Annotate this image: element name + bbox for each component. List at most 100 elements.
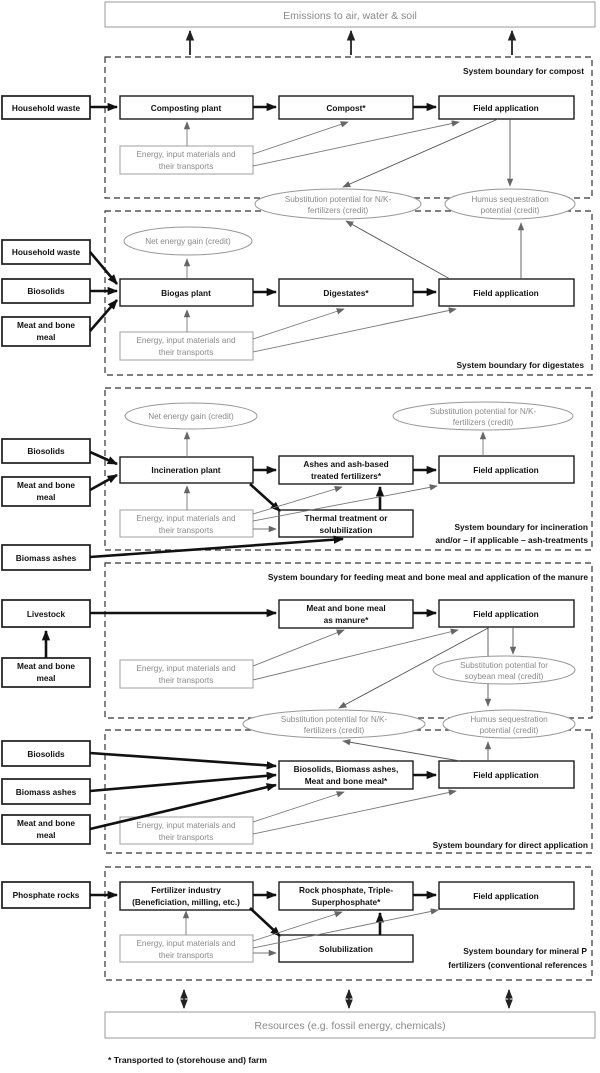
ashes-line1: Ashes and ash-based	[303, 459, 388, 469]
energy-2-line1: Energy, input materials and	[136, 336, 236, 345]
box-biosolids-3	[1, 438, 91, 464]
arrow-fieldapp5-nk2	[342, 739, 461, 762]
digestates-label: Digestates*	[323, 288, 369, 298]
compost-label: Compost*	[326, 103, 366, 113]
arrow-energy3-fieldapp3	[252, 484, 438, 522]
mix-line2: Meat and bone meal*	[305, 776, 388, 786]
ashes-line2: treated fertilizers*	[311, 471, 382, 481]
box-ashes-fertilizers	[278, 455, 414, 485]
box-livestock	[1, 599, 91, 628]
box-solubilization	[278, 934, 414, 963]
energy-4-line2: their transports	[159, 676, 214, 685]
biosolids-3-label: Biosolids	[27, 446, 65, 456]
energy-3-line1: Energy, input materials and	[136, 514, 236, 523]
box-field-application-1	[438, 95, 575, 120]
phosphate-rocks-label: Phosphate rocks	[13, 890, 80, 900]
humus-2-line1: Humus sequestration	[470, 715, 548, 724]
emissions-label: Emissions to air, water & soil	[283, 10, 417, 22]
box-field-application-3	[438, 455, 575, 484]
mbm-3-line2: meal	[37, 492, 56, 502]
energy-5-line2: their transports	[159, 833, 214, 842]
box-biomass-ashes-3	[1, 544, 91, 571]
energy-6-line1: Energy, input materials and	[136, 939, 236, 948]
humus-1-line2: potential (credit)	[481, 206, 540, 215]
household-waste-2-label: Household waste	[12, 247, 81, 257]
arrow-mbm2-biogas	[89, 299, 118, 332]
arrow-energy6-fieldapp6	[252, 908, 439, 949]
manure-line1: Meat and bone meal	[306, 603, 385, 613]
box-energy-5	[119, 816, 254, 845]
box-biogas-plant	[119, 278, 254, 307]
ellipse-soybean-credit	[432, 655, 576, 685]
label-boundary-mineral-line2: fertilizers (conventional references	[448, 960, 587, 970]
box-rock-phosphate	[278, 881, 414, 911]
nk-3-line2: fertilizers (credit)	[453, 418, 514, 427]
field-application-3-label: Field application	[473, 465, 538, 475]
box-field-application-5	[438, 760, 575, 789]
thermal-line2: solubilization	[319, 525, 372, 535]
arrow-biosolids5-mix	[89, 751, 278, 770]
box-energy-1	[119, 145, 254, 175]
arrow-energy6-rock	[252, 911, 343, 942]
energy-6-line2: their transports	[159, 951, 214, 960]
arrow-energy5-fieldapp5	[252, 789, 457, 835]
arrow-energy4-fieldapp4	[252, 628, 459, 681]
mbm-3-line1: Meat and bone	[17, 480, 75, 490]
box-thermal-treatment	[278, 509, 414, 538]
arrow-energy1-compost	[252, 121, 349, 155]
incineration-plant-label: Incineration plant	[151, 465, 220, 475]
rock-line2: Superphosphate*	[312, 897, 381, 907]
label-boundary-digestates: System boundary for digestates	[456, 360, 584, 370]
ellipse-nk-credit-1	[254, 188, 422, 220]
boundary-compost	[104, 56, 593, 199]
energy-1-line1: Energy, input materials and	[136, 150, 236, 159]
box-energy-4	[119, 659, 254, 689]
arrow-energy2-fieldapp2	[252, 307, 457, 353]
arrow-biomassashes-thermal	[89, 535, 345, 559]
nk-2-line2: fertilizers (credit)	[304, 726, 365, 735]
biosolids-2-label: Biosolids	[27, 286, 65, 296]
biosolids-5-label: Biosolids	[27, 749, 65, 759]
box-mix-direct	[278, 760, 414, 790]
solubilization-label: Solubilization	[319, 944, 373, 954]
rock-line1: Rock phosphate, Triple-	[299, 885, 393, 895]
biogas-plant-label: Biogas plant	[161, 288, 211, 298]
box-mbm-5	[1, 814, 91, 845]
ellipse-net-energy-2	[123, 226, 253, 256]
manure-line2: as manure*	[324, 615, 370, 625]
household-waste-1-label: Household waste	[12, 103, 81, 113]
biomass-ashes-5-label: Biomass ashes	[16, 787, 77, 797]
label-boundary-compost: System boundary for compost	[463, 66, 584, 76]
livestock-label: Livestock	[27, 609, 66, 619]
mbm-5-line1: Meat and bone	[17, 818, 75, 828]
humus-2-line2: potential (credit)	[480, 726, 539, 735]
field-application-6-label: Field application	[473, 891, 538, 901]
box-mbm-3	[1, 476, 91, 507]
box-energy-3	[119, 509, 254, 538]
humus-1-line1: Humus sequestration	[471, 195, 549, 204]
box-energy-6	[119, 934, 254, 963]
boundary-incineration	[104, 387, 593, 551]
arrow-energy3-ashes	[252, 486, 343, 515]
boundary-mineral-p	[104, 866, 593, 981]
arrow-biosolids3-incineration	[89, 450, 118, 466]
energy-3-line2: their transports	[159, 526, 214, 535]
box-energy-2	[119, 331, 254, 361]
box-incineration-plant	[119, 456, 254, 484]
field-application-1-label: Field application	[473, 103, 538, 113]
mbm-2-line2: meal	[37, 332, 56, 342]
boundary-feeding-mbm	[104, 562, 593, 719]
arrow-hw2-biogas	[89, 251, 118, 285]
energy-2-line2: their transports	[159, 348, 214, 357]
box-digestates	[278, 278, 414, 307]
arrow-fertilizer-solubilization	[249, 907, 281, 937]
box-mbm-4	[1, 657, 91, 688]
label-boundary-feeding: System boundary for feeding meat and bon…	[268, 572, 589, 582]
label-boundary-incineration-line2: and/or – if applicable – ash-treatments	[435, 535, 588, 545]
mbm-2-line1: Meat and bone	[17, 320, 75, 330]
fertilizer-line2: (Beneficiation, milling, etc.)	[132, 897, 240, 907]
mbm-5-line2: meal	[37, 830, 56, 840]
nk-1-line1: Substitution potential for N/K-	[285, 195, 392, 204]
